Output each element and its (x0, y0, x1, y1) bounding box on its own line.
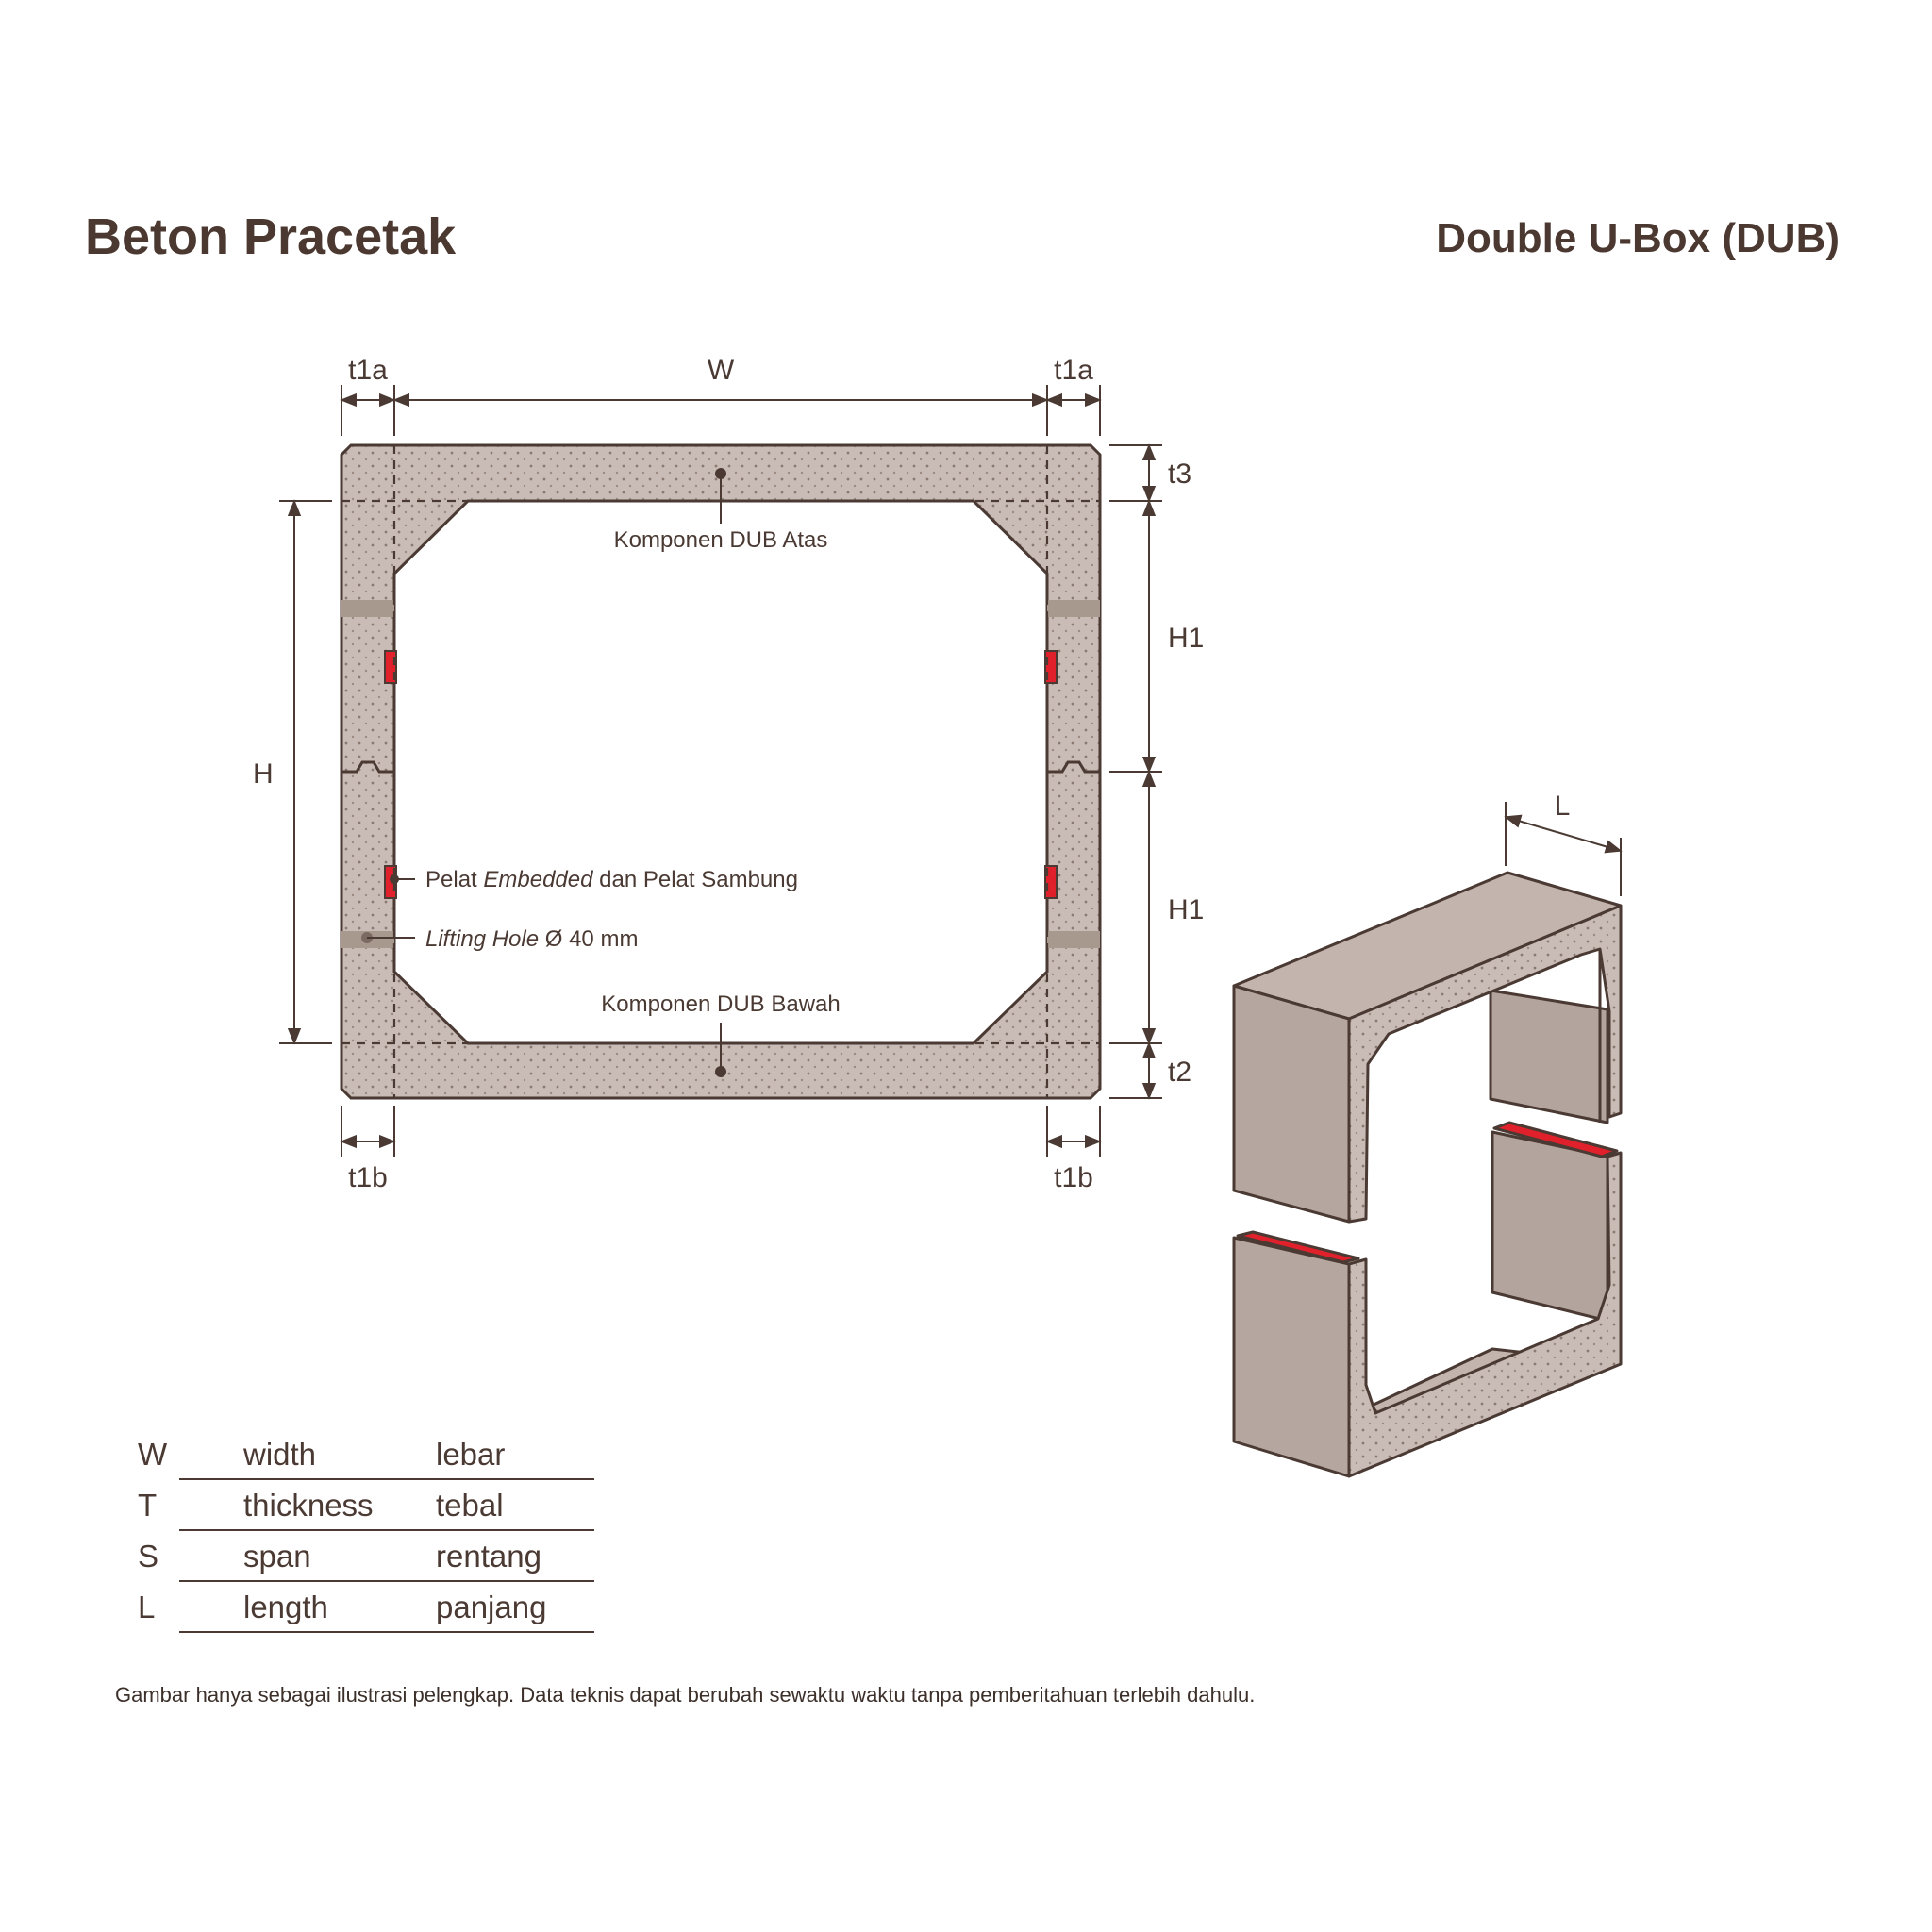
iso-embedded-plate-bottom-left (1236, 1230, 1360, 1264)
label-embedded-plate: Pelat Embedded dan Pelat Sambung (425, 867, 798, 892)
iso-top-end-face (1347, 904, 1623, 1224)
dim-t1b-right: t1b (1054, 1162, 1093, 1193)
dimension-lines (279, 385, 1623, 1157)
iso-bottom-front-wall-face (1232, 1236, 1351, 1478)
label-lifting-hole: Lifting Hole Ø 40 mm (425, 926, 638, 952)
legend-english: width (243, 1437, 317, 1472)
dim-l: L (1555, 791, 1571, 822)
iso-top-back-leg (1489, 989, 1609, 1124)
dim-t3: t3 (1168, 458, 1191, 490)
legend-english: length (243, 1590, 328, 1624)
joint-key-right (1047, 760, 1100, 774)
joint-band-right-upper (1047, 600, 1100, 617)
joint-band-right-lower (1047, 931, 1100, 948)
dim-h1-top: H1 (1168, 623, 1204, 654)
iso-bottom-back-wall (1491, 1130, 1609, 1323)
label-bottom-component: Komponen DUB Bawah (601, 991, 840, 1017)
legend-indonesian: tebal (436, 1488, 504, 1523)
iso-bottom-component (1232, 1121, 1623, 1478)
legend-rule (179, 1580, 594, 1582)
legend-row: L length panjang (132, 1582, 594, 1633)
legend-indonesian: lebar (436, 1437, 506, 1472)
product-title: Double U-Box (DUB) (1436, 215, 1840, 261)
legend-rule (179, 1478, 594, 1480)
legend-code: S (138, 1539, 159, 1574)
legend-row: W width lebar (132, 1429, 594, 1480)
legend-rule (179, 1529, 594, 1531)
disclaimer: Gambar hanya sebagai ilustrasi pelengkap… (115, 1683, 1256, 1707)
dim-h1-bottom: H1 (1168, 894, 1204, 925)
iso-top-front-leg-face (1232, 984, 1351, 1224)
iso-bottom-end-face (1347, 1151, 1623, 1478)
dim-w: W (708, 355, 735, 386)
dim-t1a-left: t1a (348, 355, 388, 386)
legend-english: span (243, 1539, 311, 1574)
cross-section (340, 443, 1102, 1100)
iso-top-component (1232, 871, 1623, 1224)
joint-band-left-upper (341, 600, 394, 617)
joint-key-left (341, 760, 394, 774)
dim-t1b-left: t1b (348, 1162, 388, 1193)
legend-rule (179, 1631, 594, 1633)
label-top-component: Komponen DUB Atas (614, 527, 828, 553)
legend-table: W width lebar T thickness tebal S span r… (132, 1429, 594, 1633)
legend-code: L (138, 1590, 156, 1624)
iso-embedded-plate-bottom-right (1492, 1121, 1619, 1158)
dim-t1a-right: t1a (1054, 355, 1093, 386)
legend-code: T (138, 1488, 158, 1523)
dim-t2: t2 (1168, 1057, 1191, 1088)
legend-row: T thickness tebal (132, 1480, 594, 1531)
legend-row: S span rentang (132, 1531, 594, 1582)
legend-english: thickness (243, 1488, 374, 1523)
legend-indonesian: rentang (436, 1539, 541, 1574)
legend-code: W (138, 1437, 168, 1472)
dim-h: H (253, 758, 274, 790)
brand-title: Beton Pracetak (85, 208, 457, 265)
legend-indonesian: panjang (436, 1590, 547, 1624)
